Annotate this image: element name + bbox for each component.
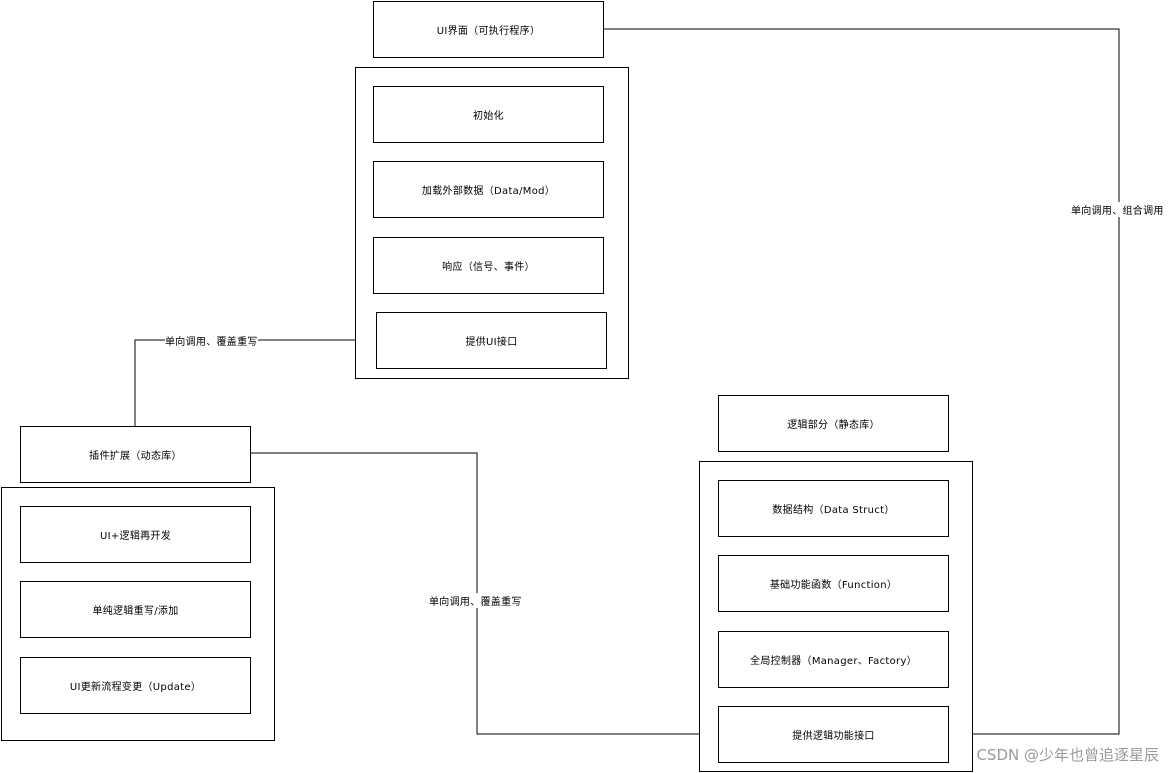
edge-plugin-to-ui: [134, 339, 376, 426]
logic-item-manager: 全局控制器（Manager、Factory）: [718, 631, 949, 688]
edge-label-plugin-to-ui: 单向调用、覆盖重写: [165, 333, 258, 348]
watermark: CSDN @少年也曾追逐星辰: [976, 746, 1159, 764]
plugin-item-logic-rewrite: 单纯逻辑重写/添加: [20, 581, 251, 638]
logic-title-box: 逻辑部分（静态库）: [718, 395, 949, 452]
ui-item-response: 响应（信号、事件）: [373, 237, 604, 294]
ui-item-load-data: 加载外部数据（Data/Mod）: [373, 161, 604, 218]
edge-ui-to-logic: [604, 28, 1120, 735]
logic-item-interface: 提供逻辑功能接口: [718, 706, 949, 763]
ui-item-interface: 提供UI接口: [376, 312, 607, 369]
edge-label-ui-to-logic: 单向调用、组合调用: [1071, 202, 1164, 217]
ui-title-box: UI界面（可执行程序）: [373, 1, 604, 58]
plugin-title-box: 插件扩展（动态库）: [20, 426, 251, 483]
logic-item-function: 基础功能函数（Function）: [718, 555, 949, 612]
plugin-item-update-flow: UI更新流程变更（Update）: [20, 657, 251, 714]
ui-item-init: 初始化: [373, 86, 604, 143]
plugin-item-redevelop: UI+逻辑再开发: [20, 506, 251, 563]
logic-item-data-struct: 数据结构（Data Struct）: [718, 480, 949, 537]
edge-label-plugin-to-logic: 单向调用、覆盖重写: [429, 593, 522, 608]
